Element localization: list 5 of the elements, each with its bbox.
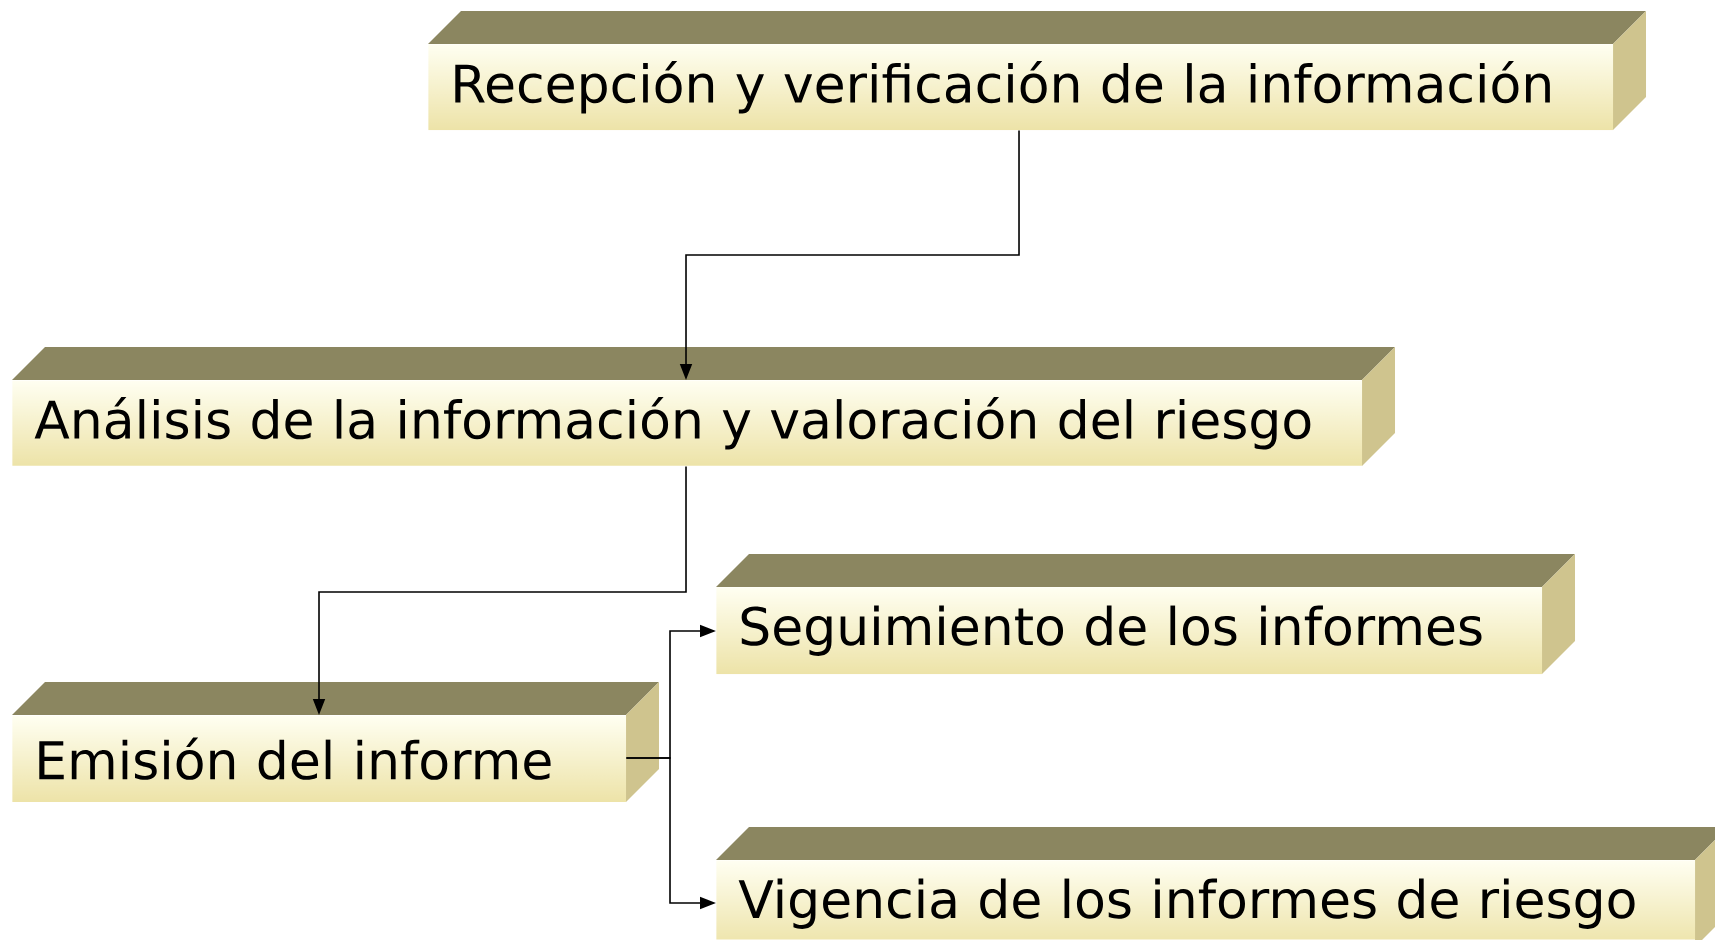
process-box: Análisis de la información y valoración del riesgo <box>12 347 1395 466</box>
process-box: Vigencia de los informes de riesgo <box>716 827 1715 940</box>
process-box: Seguimiento de los informes <box>716 554 1575 675</box>
process-box: Emisión del informe <box>12 682 659 802</box>
process-box: Recepción y verificación de la información <box>428 11 1646 131</box>
